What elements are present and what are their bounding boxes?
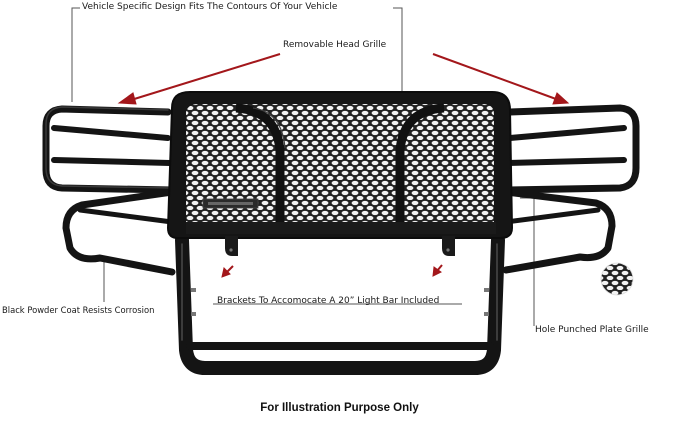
right-wing	[502, 104, 640, 274]
footer-caption: For Illustration Purpose Only	[260, 402, 419, 414]
label-hole-punched: Hole Punched Plate Grille	[535, 325, 649, 335]
callout-lines	[71, 7, 535, 326]
label-powder-coat: Black Powder Coat Resists Corrosion	[2, 305, 155, 315]
left-wing	[42, 105, 176, 276]
head-grille	[166, 91, 514, 256]
red-arrows	[117, 53, 570, 278]
uprights	[175, 233, 505, 375]
bolt-tabs	[191, 288, 489, 316]
label-removable-grille: Removable Head Grille	[283, 40, 387, 50]
label-vehicle-specific: Vehicle Specific Design Fits The Contour…	[82, 2, 338, 12]
label-brackets: Brackets To Accomocate A 20” Light Bar I…	[217, 296, 440, 306]
hole-punched-detail	[601, 263, 633, 295]
